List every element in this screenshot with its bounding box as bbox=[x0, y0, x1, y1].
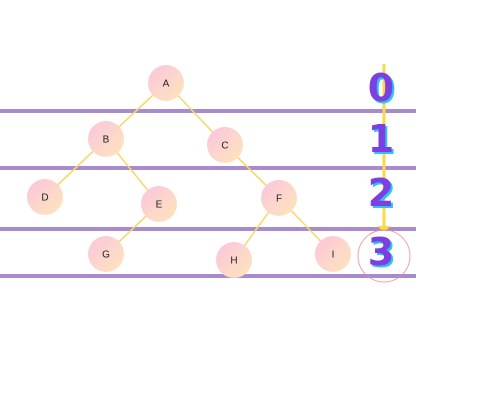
level-number-shadow: 0 bbox=[370, 68, 396, 112]
tree-node-F: F bbox=[261, 180, 297, 216]
level-pointer-arrow bbox=[378, 64, 390, 231]
node-circle bbox=[216, 242, 252, 278]
tree-node-I: I bbox=[315, 236, 351, 272]
tree-node-G: G bbox=[88, 236, 124, 272]
level-number-shadow: 2 bbox=[370, 173, 396, 217]
node-circle bbox=[148, 65, 184, 101]
tree-node-A: A bbox=[148, 65, 184, 101]
node-label: H bbox=[230, 256, 237, 267]
level-number-1: 1 bbox=[368, 117, 394, 161]
tree-node-E: E bbox=[141, 186, 177, 222]
tree-node-C: C bbox=[207, 127, 243, 163]
highlight-ring bbox=[357, 229, 411, 283]
node-label: E bbox=[156, 200, 163, 211]
level-number-shadow: 1 bbox=[370, 119, 396, 163]
node-label: G bbox=[102, 250, 110, 261]
level-number-0: 0 bbox=[368, 66, 394, 110]
node-circle bbox=[261, 180, 297, 216]
node-label: A bbox=[163, 79, 170, 90]
node-circle bbox=[27, 179, 63, 215]
level-number-shadow: 3 bbox=[370, 232, 396, 276]
node-label: F bbox=[276, 194, 282, 205]
pointer-head bbox=[378, 226, 390, 231]
level-number-2: 2 bbox=[368, 171, 394, 215]
node-label: B bbox=[103, 135, 110, 146]
node-circle bbox=[88, 236, 124, 272]
node-label: I bbox=[332, 250, 335, 261]
node-label: C bbox=[221, 141, 228, 152]
node-circle bbox=[88, 121, 124, 157]
node-circle bbox=[207, 127, 243, 163]
tree-node-H: H bbox=[216, 242, 252, 278]
level-numbers: 0 0 1 1 2 2 3 3 bbox=[368, 66, 396, 276]
node-label: D bbox=[41, 193, 48, 204]
tree-node-B: B bbox=[88, 121, 124, 157]
level-separators bbox=[0, 109, 416, 278]
level-number-3: 3 bbox=[368, 230, 394, 274]
tree-node-D: D bbox=[27, 179, 63, 215]
node-circle bbox=[315, 236, 351, 272]
tree-nodes: A B C D E F G H I bbox=[27, 65, 351, 278]
node-circle bbox=[141, 186, 177, 222]
